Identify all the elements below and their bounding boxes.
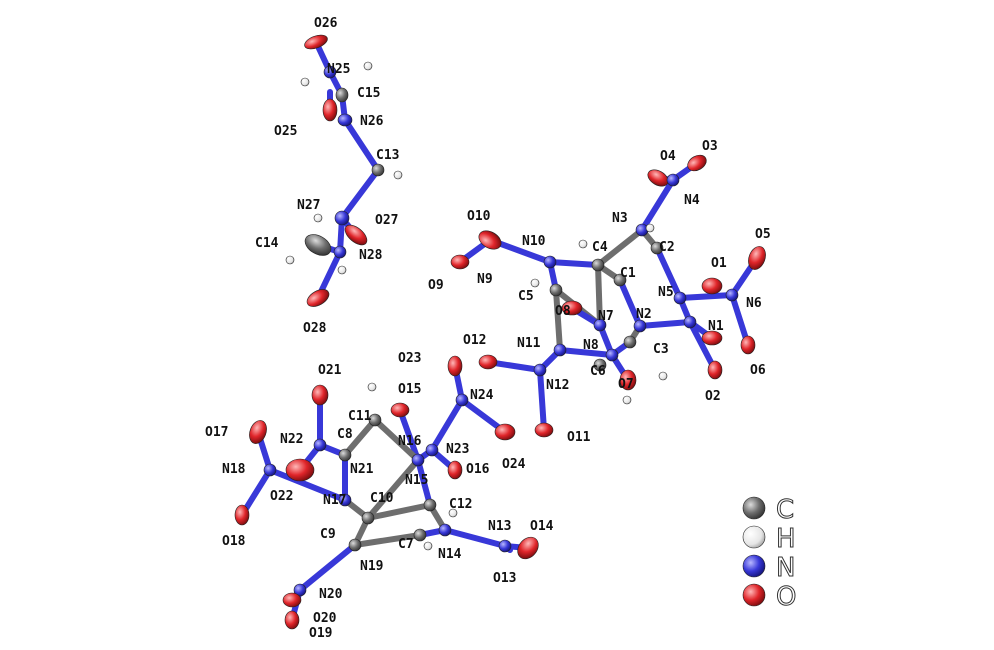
- atom-label: N15: [405, 473, 428, 488]
- atom-label: N17: [323, 493, 346, 508]
- atom-label: N28: [359, 248, 383, 263]
- atom-label: C7: [398, 537, 414, 552]
- atom-label: O1: [711, 256, 727, 271]
- atom-label: O28: [303, 321, 327, 336]
- atom-label: N16: [398, 434, 422, 449]
- atom-label: O3: [702, 139, 718, 154]
- atom-label: O24: [502, 457, 526, 472]
- atom-label: N4: [684, 193, 700, 208]
- atom-label: O22: [270, 489, 293, 504]
- atom-label: C3: [653, 342, 669, 357]
- atom-label: N11: [517, 336, 541, 351]
- atom-label: C12: [449, 497, 472, 512]
- legend-label: H: [776, 524, 796, 554]
- atom-label: O7: [618, 377, 634, 392]
- atom-label: N25: [327, 62, 350, 77]
- atom-label: N1: [708, 319, 724, 334]
- atom-label: O5: [755, 227, 771, 242]
- atom-label: N5: [658, 285, 674, 300]
- atom-label: O10: [467, 209, 491, 224]
- atom-label: O11: [567, 430, 591, 445]
- atom-label: C15: [357, 86, 380, 101]
- atom-label: C5: [518, 289, 534, 304]
- atom-label: O6: [750, 363, 766, 378]
- legend-carbon-swatch: [742, 496, 766, 520]
- atom-label: N13: [488, 519, 511, 534]
- atom-label: O13: [493, 571, 516, 586]
- atom-label: O15: [398, 382, 421, 397]
- atom-label: N26: [360, 114, 384, 129]
- atom-label: O17: [205, 425, 228, 440]
- atom-label: O26: [314, 16, 338, 31]
- atom-label: C13: [376, 148, 399, 163]
- atom-label: C2: [659, 240, 675, 255]
- element-legend-labels: C H N O: [776, 495, 797, 613]
- atom-label: O23: [398, 351, 421, 366]
- atom-label: O27: [375, 213, 398, 228]
- atom-ellipsoids: [234, 34, 766, 630]
- atom-label: C8: [337, 427, 353, 442]
- atom-label: O16: [466, 462, 490, 477]
- atom-label: O19: [309, 626, 332, 641]
- atom-label: N7: [598, 309, 614, 324]
- atom-label: O12: [463, 333, 486, 348]
- legend-nitrogen-swatch: [742, 554, 766, 578]
- atom-label: N18: [222, 462, 246, 477]
- atom-label: C6: [590, 364, 606, 379]
- atom-label: N23: [446, 442, 469, 457]
- atom-label: C14: [255, 236, 279, 251]
- atom-label: N19: [360, 559, 383, 574]
- atom-label: O20: [313, 611, 337, 626]
- atom-label: N3: [612, 211, 628, 226]
- atom-label: N2: [636, 307, 652, 322]
- atom-label: C11: [348, 409, 372, 424]
- atom-label: N27: [297, 198, 320, 213]
- atom-label: O18: [222, 534, 246, 549]
- atom-label: N12: [546, 378, 569, 393]
- atom-labels: O26 N25 C15 O25 N26 C13 N27 O27 C14 N28 …: [205, 16, 771, 641]
- atom-label: N24: [470, 388, 494, 403]
- legend-oxygen-swatch: [742, 583, 766, 607]
- legend-hydrogen-swatch: [742, 525, 766, 549]
- atom-label: O8: [555, 304, 571, 319]
- element-legend: [742, 496, 766, 607]
- atom-label: O21: [318, 363, 342, 378]
- atom-label: O2: [705, 389, 721, 404]
- atom-label: N21: [350, 462, 374, 477]
- atom-label: O9: [428, 278, 444, 293]
- atom-label: N20: [319, 587, 343, 602]
- atom-label: C4: [592, 240, 608, 255]
- atom-label: O25: [274, 124, 297, 139]
- legend-label: C: [776, 495, 794, 525]
- legend-label: N: [776, 553, 795, 583]
- atom-label: C1: [620, 266, 636, 281]
- atom-label: N8: [583, 338, 599, 353]
- atom-label: C10: [370, 491, 394, 506]
- atom-label: N14: [438, 547, 462, 562]
- legend-label: O: [776, 582, 796, 612]
- atom-label: O14: [530, 519, 554, 534]
- atom-label: N22: [280, 432, 303, 447]
- atom-label: C9: [320, 527, 336, 542]
- atom-label: N10: [522, 234, 546, 249]
- atom-label: N6: [746, 296, 762, 311]
- atom-label: N9: [477, 272, 493, 287]
- atom-label: O4: [660, 149, 676, 164]
